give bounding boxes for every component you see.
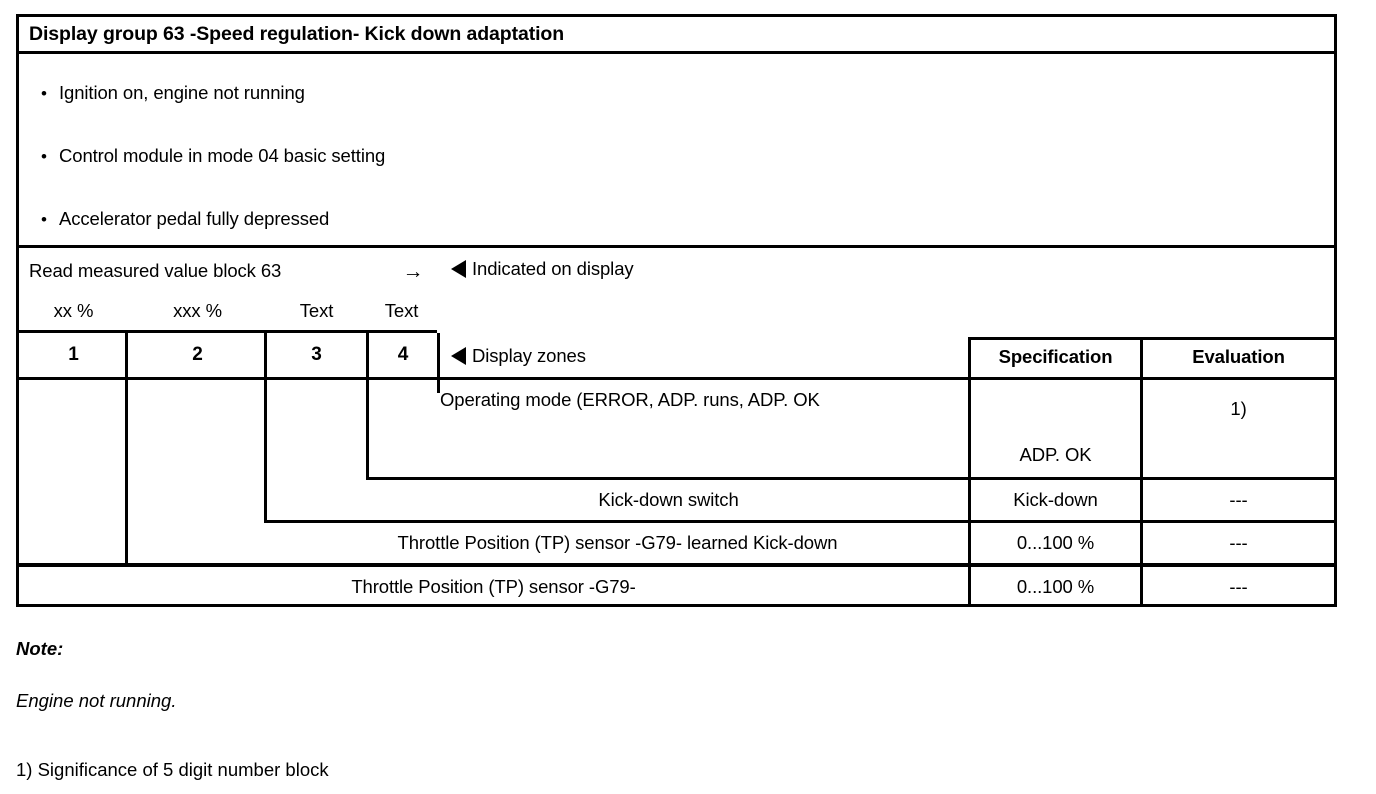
table-divider — [19, 330, 437, 333]
page-title: Display group 63 -Speed regulation- Kick… — [29, 22, 565, 45]
row-specification: ADP. OK — [1019, 444, 1092, 465]
table-row: Throttle Position (TP) sensor -G79- — [19, 567, 968, 607]
table-row: Operating mode (ERROR, ADP. runs, ADP. O… — [440, 380, 968, 420]
triangle-left-icon — [451, 260, 466, 278]
row-specification: 0...100 % — [1016, 532, 1095, 553]
table-row: Throttle Position (TP) sensor -G79- lear… — [267, 523, 968, 563]
row-description: Throttle Position (TP) sensor -G79- — [351, 576, 636, 597]
row-specification: Kick-down — [1013, 489, 1098, 510]
zone-number-header: 1 — [68, 344, 79, 365]
row-evaluation: 1) — [1230, 398, 1247, 419]
field-format-label: Text — [299, 300, 334, 321]
field-format-label: Text — [384, 300, 419, 321]
row-description: Operating mode (ERROR, ADP. runs, ADP. O… — [440, 389, 820, 410]
zone-number-header: 4 — [397, 344, 409, 365]
zone-number-header: 2 — [192, 344, 203, 365]
list-item: • Accelerator pedal fully depressed — [41, 208, 329, 230]
list-item: • Ignition on, engine not running — [41, 82, 305, 104]
table-row-divider — [19, 563, 1334, 567]
zone-number-header: 3 — [311, 344, 322, 365]
row-evaluation: --- — [1229, 576, 1248, 597]
table-column-divider — [125, 333, 128, 566]
table-column-divider — [1140, 337, 1143, 604]
table-row: Kick-down switch — [369, 480, 968, 520]
footnote-1: 1) Significance of 5 digit number block — [16, 759, 329, 780]
table-column-divider — [264, 333, 267, 523]
table-column-divider — [968, 337, 971, 604]
precondition-label: Control module in mode 04 basic setting — [59, 145, 386, 166]
preconditions-box: • Ignition on, engine not running • Cont… — [16, 51, 1337, 248]
read-measured-value-instruction: Read measured value block 63 — [29, 260, 282, 281]
bullet-icon: • — [41, 147, 47, 166]
list-item: • Control module in mode 04 basic settin… — [41, 145, 385, 167]
row-description: Throttle Position (TP) sensor -G79- lear… — [397, 532, 838, 553]
table-divider — [437, 377, 1334, 380]
evaluation-column-header: Evaluation — [1192, 346, 1285, 367]
field-format-label: xxx % — [173, 300, 222, 321]
table-divider — [968, 337, 1334, 340]
measured-values-table: Read measured value block 63 → xx % xxx … — [16, 245, 1337, 607]
table-column-divider — [366, 333, 369, 480]
read-measured-value-arrow-icon: → — [402, 259, 424, 283]
table-row-divider — [366, 477, 1334, 480]
row-evaluation: --- — [1229, 532, 1248, 553]
table-column-divider — [437, 333, 440, 393]
table-row-divider — [264, 520, 1334, 523]
bullet-icon: • — [41, 84, 47, 103]
indicated-on-display-marker: Indicated on display — [451, 258, 634, 280]
display-group-title-box: Display group 63 -Speed regulation- Kick… — [16, 14, 1337, 54]
row-description: Kick-down switch — [598, 489, 739, 510]
specification-column-header: Specification — [998, 346, 1113, 367]
row-specification: 0...100 % — [1016, 576, 1095, 597]
bullet-icon: • — [41, 210, 47, 229]
note-body: Engine not running. — [16, 690, 177, 711]
display-zones-marker: Display zones — [451, 345, 586, 367]
row-evaluation: --- — [1229, 489, 1248, 510]
triangle-left-icon — [451, 347, 466, 365]
note-heading: Note: — [16, 638, 64, 659]
precondition-label: Ignition on, engine not running — [59, 82, 305, 103]
table-divider — [19, 377, 437, 380]
field-format-label: xx % — [53, 300, 94, 321]
precondition-label: Accelerator pedal fully depressed — [59, 208, 330, 229]
